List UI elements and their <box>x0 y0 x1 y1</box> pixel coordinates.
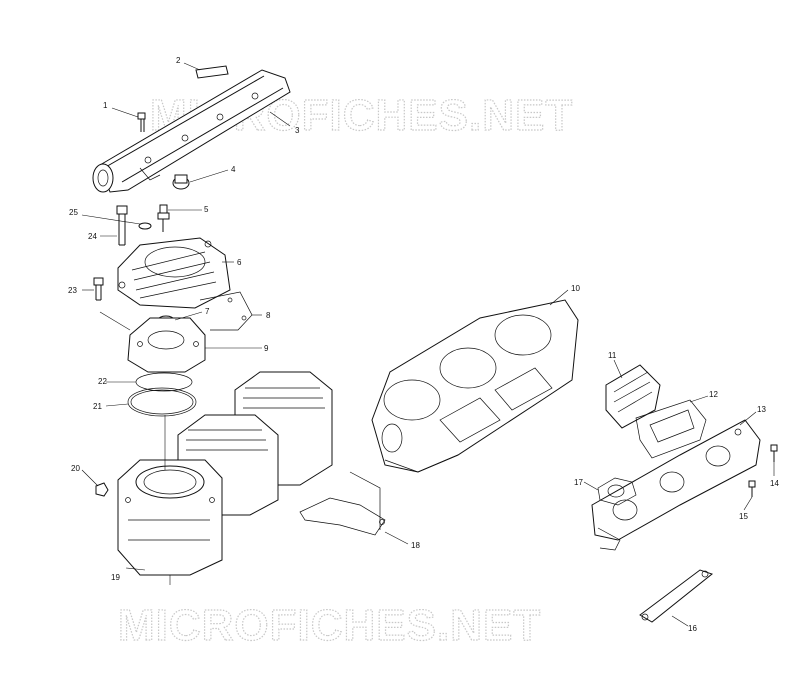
callout-7: 7 <box>205 307 210 316</box>
callout-3: 3 <box>295 126 300 135</box>
leader-lines <box>81 62 775 627</box>
callout-14: 14 <box>770 479 779 488</box>
part-15-bolt <box>748 480 756 497</box>
part-23-bolt <box>93 277 104 301</box>
callout-10: 10 <box>571 284 580 293</box>
callout-20: 20 <box>71 464 80 473</box>
part-3-manifold <box>92 69 291 193</box>
watermark-bottom: MICROFICHES.NET <box>118 601 541 650</box>
part-11-reed-valve <box>605 364 661 429</box>
callout-4: 4 <box>231 165 236 174</box>
part-4-fitting <box>172 174 190 190</box>
callout-1: 1 <box>103 101 108 110</box>
part-6-head-cover <box>117 237 231 309</box>
part-9-cylinder-head <box>127 317 206 373</box>
part-14-bolt <box>770 444 778 462</box>
callout-21: 21 <box>93 402 102 411</box>
callout-16: 16 <box>688 624 697 633</box>
callout-15: 15 <box>739 512 748 521</box>
part-2-gasket <box>195 65 229 79</box>
callout-24: 24 <box>88 232 97 241</box>
callout-23: 23 <box>68 286 77 295</box>
part-5-spark-plug <box>157 204 170 232</box>
part-12-gasket <box>635 399 707 459</box>
part-21-o-ring <box>127 387 197 417</box>
callout-13: 13 <box>757 405 766 414</box>
callout-labels: 1 2 3 4 5 6 7 8 9 10 11 12 13 14 15 16 1… <box>68 56 779 633</box>
callout-12: 12 <box>709 390 718 399</box>
part-20-nut <box>95 482 109 497</box>
callout-6: 6 <box>237 258 242 267</box>
callout-22: 22 <box>98 377 107 386</box>
part-24-bolt <box>116 205 128 246</box>
callout-5: 5 <box>204 205 209 214</box>
callout-17: 17 <box>574 478 583 487</box>
callout-8: 8 <box>266 311 271 320</box>
callout-19: 19 <box>111 573 120 582</box>
callout-18: 18 <box>411 541 420 550</box>
part-25-washer <box>138 222 152 230</box>
part-19-cylinder-block <box>117 371 333 585</box>
callout-11: 11 <box>608 351 617 360</box>
part-13-intake-manifold <box>591 419 761 551</box>
part-1-bolt <box>137 112 146 132</box>
callout-25: 25 <box>69 208 78 217</box>
part-18-gasket <box>299 471 386 536</box>
callout-9: 9 <box>264 344 269 353</box>
part-17-gasket <box>597 477 637 506</box>
part-16-bracket <box>639 569 714 623</box>
callout-2: 2 <box>176 56 181 65</box>
part-10-crankcase <box>371 299 579 473</box>
